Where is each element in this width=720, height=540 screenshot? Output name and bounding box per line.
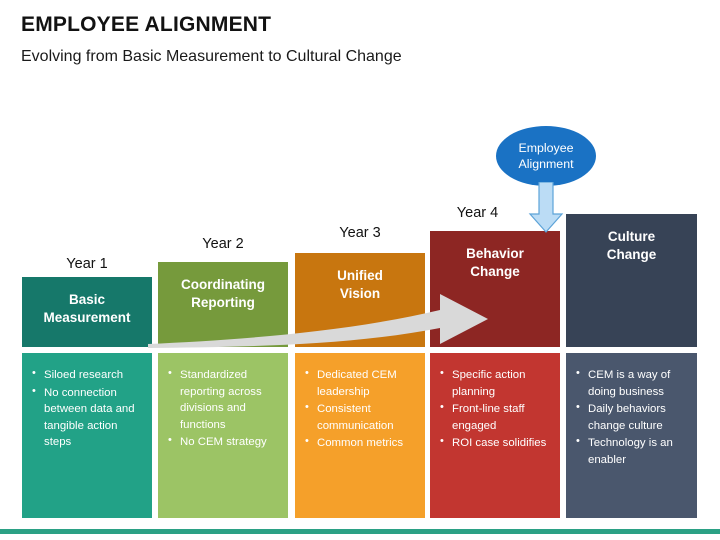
stage-title-line2: Vision <box>339 285 381 301</box>
stage-body-basic-measurement[interactable]: Siloed research No connection between da… <box>22 353 152 518</box>
list-item: Consistent communication <box>304 400 417 434</box>
footer-accent-bar <box>0 529 720 534</box>
list-item: Dedicated CEM leadership <box>304 366 417 400</box>
stage-body-culture-change[interactable]: CEM is a way of doing business Daily beh… <box>566 353 697 518</box>
list-item: Front-line staff engaged <box>439 400 552 434</box>
list-item: Daily behaviors change culture <box>575 400 689 434</box>
list-item: Standardized reporting across divisions … <box>167 366 280 433</box>
down-arrow-icon <box>528 182 564 233</box>
stage-body-behavior-change[interactable]: Specific action planning Front-line staf… <box>430 353 560 518</box>
page-title: EMPLOYEE ALIGNMENT <box>21 13 272 36</box>
stage-title-line2: Measurement <box>43 309 131 325</box>
list-item: Siloed research <box>31 366 144 384</box>
stage-header-unified-vision[interactable]: Unified Vision <box>295 253 425 347</box>
stage-title-line1: Coordinating <box>181 277 265 292</box>
list-item: Specific action planning <box>439 366 552 400</box>
stage-title-line1: Unified <box>337 268 383 283</box>
stage-title-line1: Culture <box>607 229 656 244</box>
year-label-2: Year 2 <box>202 236 244 252</box>
callout-employee-alignment[interactable]: Employee Alignment <box>496 126 596 186</box>
stage-title-line1: Basic <box>68 292 105 307</box>
stage-header-coordinating-reporting[interactable]: Coordinating Reporting <box>158 262 288 347</box>
stage-title-line1: Behavior <box>466 246 524 261</box>
stage-body-unified-vision[interactable]: Dedicated CEM leadership Consistent comm… <box>295 353 425 518</box>
stage-header-behavior-change[interactable]: Behavior Change <box>430 231 560 347</box>
stage-header-basic-measurement[interactable]: Basic Measurement <box>22 277 152 347</box>
year-label-1: Year 1 <box>66 256 108 272</box>
callout-line1: Employee <box>518 140 574 155</box>
stage-title-line2: Change <box>470 263 520 279</box>
stage-header-culture-change[interactable]: Culture Change <box>566 214 697 347</box>
stage-title-line2: Reporting <box>191 294 255 310</box>
page-subtitle: Evolving from Basic Measurement to Cultu… <box>21 48 402 65</box>
callout-line2: Alignment <box>518 157 574 171</box>
stage-title-line2: Change <box>606 246 657 262</box>
list-item: ROI case solidifies <box>439 434 552 452</box>
list-item: CEM is a way of doing business <box>575 366 689 400</box>
year-label-4: Year 4 <box>456 205 499 221</box>
stage-body-coordinating-reporting[interactable]: Standardized reporting across divisions … <box>158 353 288 518</box>
list-item: No CEM strategy <box>167 433 280 451</box>
year-label-3: Year 3 <box>339 225 381 241</box>
list-item: No connection between data and tangible … <box>31 384 144 451</box>
list-item: Technology is an enabler <box>575 434 689 468</box>
list-item: Common metrics <box>304 434 417 452</box>
